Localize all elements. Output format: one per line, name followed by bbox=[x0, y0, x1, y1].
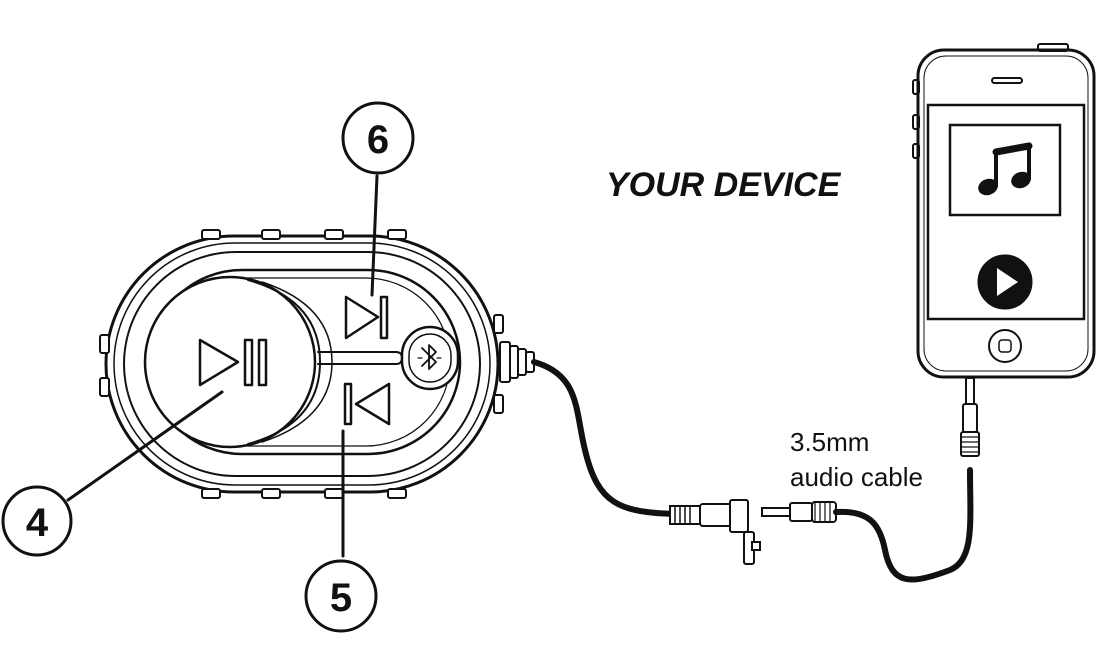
callout-5: 5 bbox=[304, 559, 378, 633]
cable-label-type: audio cable bbox=[790, 462, 923, 492]
remote-control bbox=[99, 229, 535, 499]
phone-device bbox=[912, 43, 1096, 379]
track-button-divider bbox=[317, 351, 403, 365]
callout-6: 6 bbox=[341, 101, 415, 175]
phone-home-button[interactable] bbox=[988, 329, 1022, 363]
bluetooth-icon bbox=[417, 344, 442, 370]
rim-bumps bbox=[99, 229, 504, 499]
cable-label-size: 3.5mm bbox=[790, 427, 869, 457]
next-track-icon[interactable] bbox=[344, 295, 389, 340]
device-label: YOUR DEVICE bbox=[606, 166, 842, 204]
callout-line-4 bbox=[66, 390, 224, 502]
phone-volume-button bbox=[912, 79, 920, 95]
cable-strain-relief bbox=[499, 341, 535, 383]
remote-inner-rim bbox=[123, 251, 481, 477]
audio-plug-left bbox=[761, 501, 837, 523]
play-icon bbox=[997, 268, 1018, 296]
audio-plug-phone bbox=[960, 377, 980, 457]
music-artwork bbox=[948, 123, 1062, 217]
remote-outer-shell bbox=[104, 234, 500, 494]
phone-volume-button bbox=[912, 114, 920, 130]
callout-number: 6 bbox=[367, 118, 389, 162]
play-pause-icon bbox=[198, 338, 268, 387]
female-jack-connector bbox=[669, 499, 761, 565]
home-button-square bbox=[998, 339, 1012, 353]
phone-speaker bbox=[991, 77, 1023, 84]
phone-power-button bbox=[1037, 43, 1069, 52]
audio-cable bbox=[761, 377, 980, 583]
music-note-icon bbox=[978, 142, 1033, 196]
phone-volume-button bbox=[912, 143, 920, 159]
bluetooth-button[interactable] bbox=[400, 325, 460, 391]
remote-cable bbox=[531, 359, 678, 517]
callout-number: 5 bbox=[330, 576, 352, 620]
phone-screen bbox=[926, 103, 1086, 321]
callout-number: 4 bbox=[26, 501, 49, 545]
audio-cable-wire bbox=[833, 467, 974, 583]
previous-track-icon[interactable] bbox=[343, 382, 391, 426]
callout-line-6 bbox=[370, 174, 379, 297]
callout-4: 4 bbox=[1, 485, 73, 557]
callout-lines bbox=[66, 174, 379, 558]
remote-outer-shell-edge bbox=[113, 242, 491, 486]
phone-body bbox=[916, 48, 1096, 379]
play-pause-button[interactable] bbox=[143, 275, 317, 449]
phone-body-inner bbox=[923, 55, 1089, 372]
